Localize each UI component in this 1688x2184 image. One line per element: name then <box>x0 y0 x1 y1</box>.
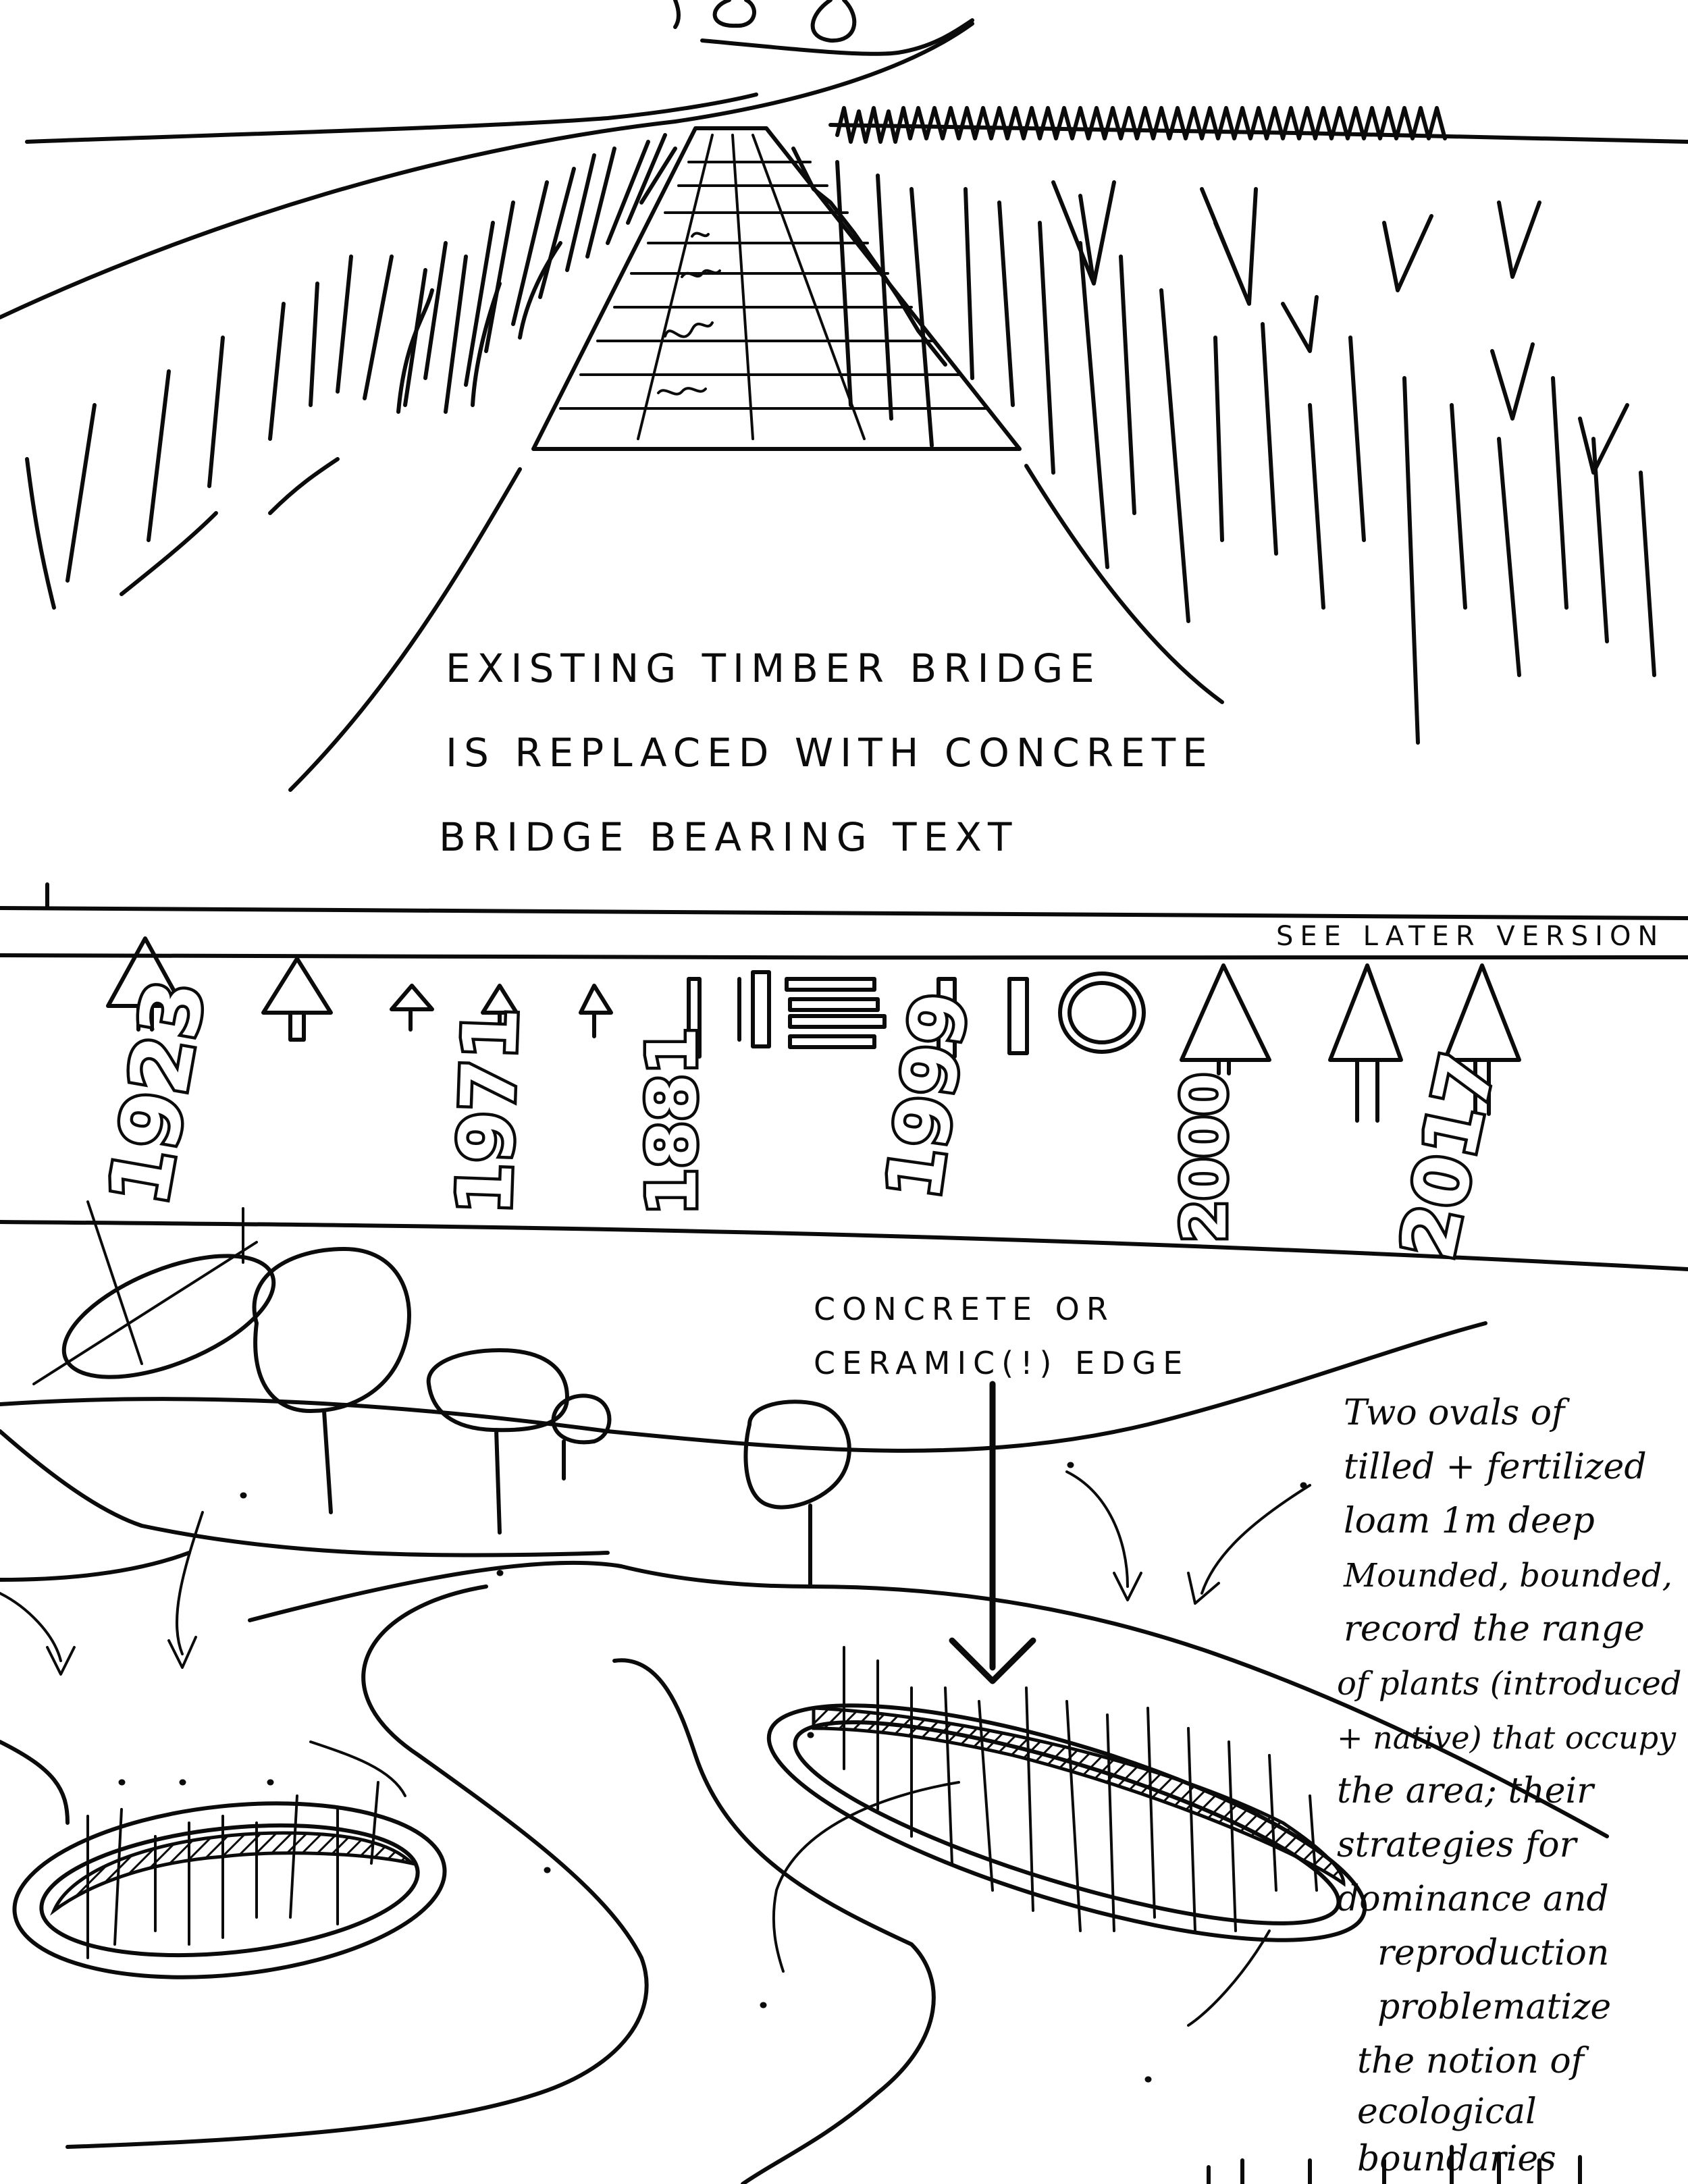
oval-bed-right <box>766 1646 1367 1942</box>
bridge-caption-line-2: IS REPLACED WITH CONCRETE <box>446 730 1214 776</box>
annotation-line-8: the area; their <box>1337 1771 1595 1811</box>
annotation-line-11: reproduction <box>1377 1933 1609 1973</box>
annotation-line-12: problematize <box>1377 1987 1611 2027</box>
bridge-deck <box>531 126 1022 451</box>
year-2017: 2017 <box>1384 1046 1512 1266</box>
see-later-note: SEE LATER VERSION <box>1276 921 1664 952</box>
canopy-trees <box>252 1247 851 1589</box>
annotation-line-3: loam 1m deep <box>1344 1501 1595 1541</box>
annotation-line-1: Two ovals of <box>1344 1393 1570 1433</box>
year-1923: 1923 <box>93 974 224 1212</box>
bridge-caption-line-3: BRIDGE BEARING TEXT <box>439 814 1018 860</box>
annotation-line-15: boundaries <box>1357 2139 1556 2179</box>
bridge-caption-line-1: EXISTING TIMBER BRIDGE <box>446 645 1101 691</box>
year-1881: 1881 <box>633 1028 712 1215</box>
edge-label-line-2: CERAMIC(!) EDGE <box>814 1345 1189 1381</box>
annotation-line-2: tilled + fertilized <box>1344 1447 1647 1487</box>
annotation-line-9: strategies for <box>1337 1825 1579 1865</box>
annotation-line-14: ecological <box>1357 2092 1537 2132</box>
design-annotation: Two ovals of tilled + fertilized loam 1m… <box>1337 1393 1682 2179</box>
annotation-line-7: + native) that occupy <box>1337 1720 1677 1756</box>
timeline-strip-sketch: SEE LATER VERSION 1923 <box>0 882 1688 1271</box>
year-1999: 1999 <box>870 988 984 1204</box>
year-2000: 2000 <box>1169 1073 1240 1243</box>
bridge-perspective-sketch: EXISTING TIMBER BRIDGE IS REPLACED WITH … <box>0 0 1688 860</box>
annotation-line-10: dominance and <box>1337 1879 1609 1919</box>
mounded-ovals-sketch: CONCRETE OR CERAMIC(!) EDGE Two ovals of… <box>0 1200 1682 2184</box>
left-grass-tufts <box>363 133 677 414</box>
annotation-line-6: of plants (introduced <box>1337 1665 1682 1703</box>
annotation-line-13: the notion of <box>1357 2041 1589 2081</box>
bar-and-ring-icons <box>687 970 1146 1059</box>
oval-bed-left <box>12 1781 447 1979</box>
year-1971: 1971 <box>441 1006 535 1215</box>
annotation-line-4: Mounded, bounded, <box>1343 1557 1672 1595</box>
tree-icons <box>106 936 1521 1123</box>
annotation-line-5: record the range <box>1344 1609 1645 1649</box>
edge-label-line-1: CONCRETE OR <box>814 1291 1115 1327</box>
